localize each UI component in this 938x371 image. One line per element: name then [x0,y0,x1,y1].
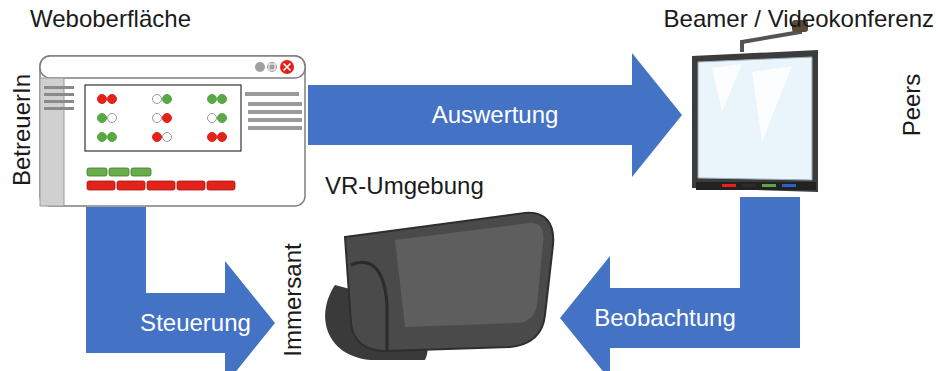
block-arrow [308,53,682,177]
illustration [8,2,308,207]
illustration-node: Beamer / VideokonferenzPeers [682,2,934,197]
smartboard-screen [692,20,818,192]
browser-window [40,56,305,206]
role-label: Immersant [279,243,307,356]
node-title: VR-Umgebung [325,172,484,200]
block-arrow [116,207,275,371]
arrow-label: Beobachtung [594,304,735,332]
role-label: BetreuerIn [8,74,36,186]
node-title: Weboberfläche [30,5,191,33]
arrow-head [632,53,682,177]
arrow-band [308,85,632,145]
illustration-node: WeboberflächeBetreuerIn [8,2,308,207]
block-arrow [560,197,770,371]
vr-headset [325,213,553,360]
arrow-label: Steuerung [140,309,251,337]
arrow-label: Auswertung [432,101,559,129]
illustration-node: VR-UmgebungImmersant [275,165,560,367]
node-title: Beamer / Videokonferenz [664,5,934,33]
role-label: Peers [898,74,926,137]
arrow-band [116,207,225,323]
arrow-band [610,197,770,318]
